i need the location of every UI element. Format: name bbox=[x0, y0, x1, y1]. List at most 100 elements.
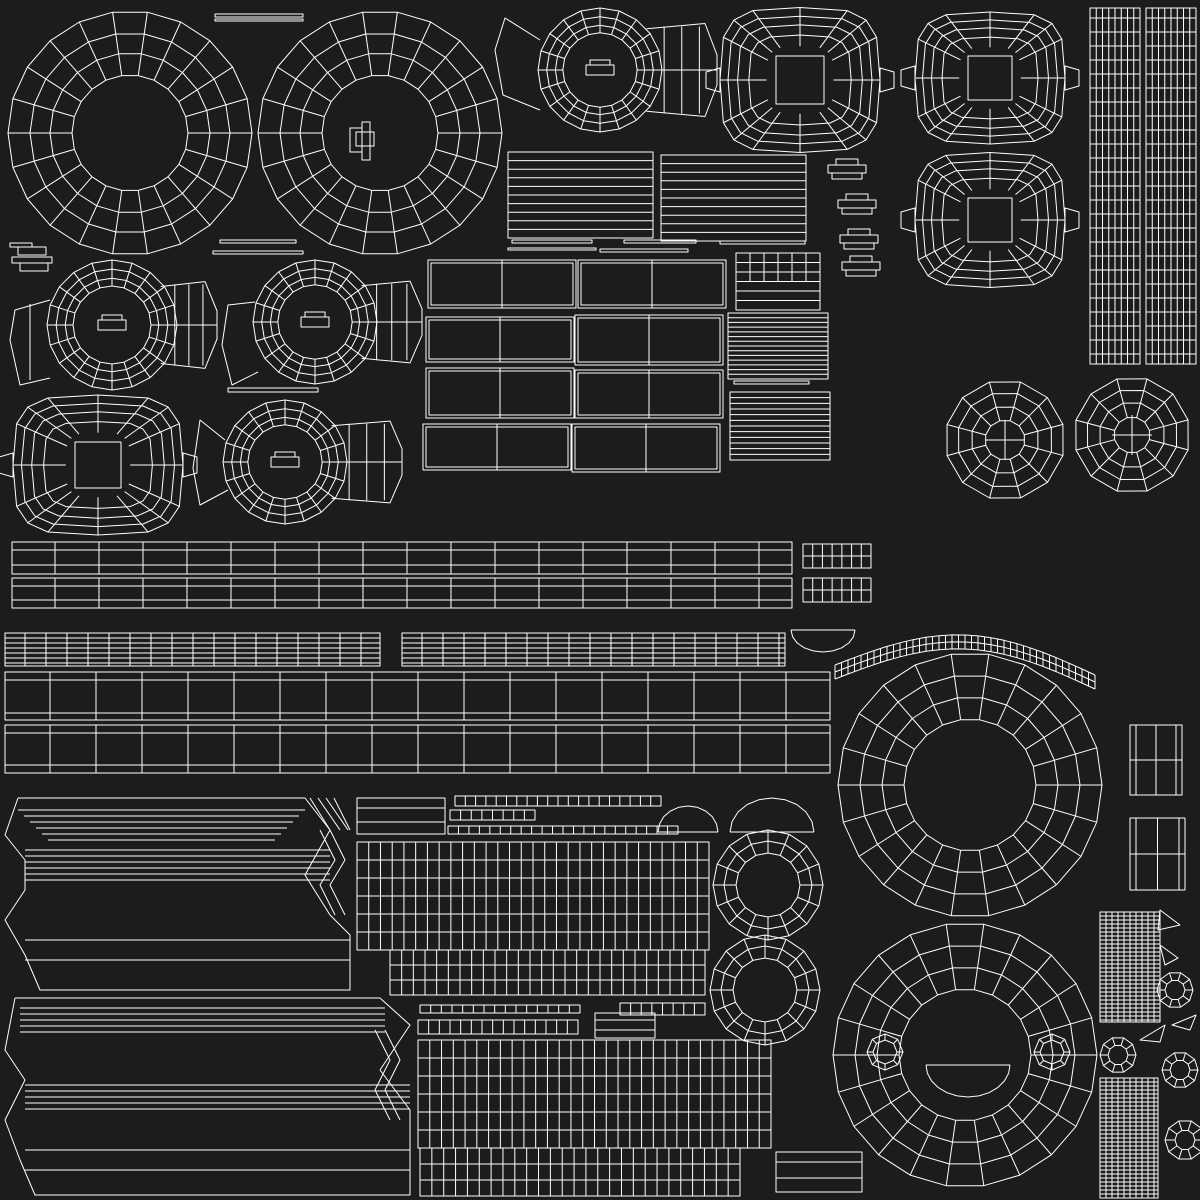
wire-edge bbox=[1013, 835, 1056, 885]
wire-edge bbox=[581, 11, 589, 35]
wire-edge bbox=[1019, 238, 1061, 260]
wire-edge bbox=[1013, 685, 1056, 735]
wire-edge bbox=[418, 177, 460, 225]
wire-edge bbox=[50, 337, 75, 345]
core-square bbox=[968, 56, 1012, 100]
wire-edge bbox=[235, 484, 255, 499]
cup-wing-left-4 bbox=[495, 18, 540, 110]
wire-edge bbox=[265, 344, 285, 359]
wire-edge bbox=[320, 443, 344, 451]
wire-edge bbox=[1015, 164, 1052, 194]
wire-edge bbox=[79, 22, 106, 80]
wire-edge bbox=[1008, 155, 1034, 190]
wire-edge bbox=[1015, 245, 1052, 275]
wire-edge bbox=[780, 834, 789, 855]
cup-wing-left bbox=[10, 300, 50, 385]
b bbox=[836, 159, 858, 165]
wire-edge bbox=[893, 1039, 897, 1043]
wire-edge bbox=[279, 352, 294, 372]
wire-edge bbox=[1008, 955, 1051, 1005]
bar bbox=[228, 388, 318, 392]
wire-edge bbox=[1126, 1061, 1132, 1066]
wire-edge bbox=[1178, 1000, 1180, 1008]
wire-edge bbox=[50, 177, 92, 225]
wire-edge bbox=[884, 835, 927, 885]
wire-edge bbox=[429, 67, 483, 102]
wire-edge bbox=[263, 99, 324, 117]
wire-edge bbox=[256, 303, 280, 311]
fan-tri bbox=[1172, 1015, 1196, 1030]
wire-edge bbox=[1019, 454, 1047, 482]
wire-edge bbox=[179, 164, 233, 199]
wire-edge bbox=[753, 11, 780, 48]
wire-edge bbox=[125, 492, 169, 523]
wire-edge bbox=[296, 497, 304, 521]
wire-edge bbox=[1178, 973, 1180, 981]
wire-edge bbox=[13, 149, 74, 167]
bowl bbox=[926, 1065, 1010, 1097]
wire-edge bbox=[249, 492, 264, 512]
wire-edge bbox=[1039, 1060, 1043, 1064]
square-core-island bbox=[0, 395, 197, 535]
wire-edge bbox=[635, 51, 659, 59]
wire-edge bbox=[910, 1115, 937, 1175]
b bbox=[842, 208, 872, 214]
horizontal-strip-island-long bbox=[12, 542, 792, 608]
wire-edge bbox=[1179, 1150, 1182, 1160]
wire-edge bbox=[630, 34, 650, 49]
mid-lower-bars bbox=[357, 798, 862, 1192]
wire-edge bbox=[17, 484, 68, 506]
large-round-island-right bbox=[258, 12, 502, 254]
mid-lower-grid-b bbox=[390, 950, 705, 995]
wire-edge bbox=[1188, 1121, 1191, 1131]
wire-edge bbox=[144, 348, 165, 363]
wire-edge bbox=[1021, 1091, 1077, 1127]
wire-edge bbox=[1015, 103, 1052, 132]
uv-wireframe-group bbox=[0, 8, 1200, 1199]
small-ring-b bbox=[1034, 1034, 1070, 1070]
wire-edge bbox=[541, 81, 565, 89]
fan-island bbox=[1140, 910, 1196, 1042]
wire-edge bbox=[798, 864, 819, 873]
rectangle-grid-island-2 bbox=[426, 317, 574, 362]
wire-edge bbox=[350, 303, 374, 311]
wire-edge bbox=[307, 492, 322, 512]
large-round-island-lower bbox=[838, 654, 1102, 915]
bar bbox=[600, 249, 688, 252]
wire-edge bbox=[1024, 424, 1063, 434]
wire-edge bbox=[1008, 249, 1034, 284]
wire-edge bbox=[50, 305, 75, 313]
wire-edge bbox=[279, 272, 294, 292]
wire-edge bbox=[1039, 1039, 1043, 1043]
wire-edge bbox=[989, 382, 999, 421]
grid-border bbox=[420, 1148, 740, 1196]
wire-edge bbox=[1117, 452, 1127, 491]
wire-edge bbox=[28, 407, 72, 438]
wire-edge bbox=[1060, 1039, 1064, 1043]
grid-border bbox=[418, 1020, 578, 1034]
wire-edge bbox=[1008, 15, 1034, 49]
wire-edge bbox=[117, 398, 148, 434]
wire-edge bbox=[154, 22, 181, 80]
wire-edge bbox=[28, 492, 72, 523]
wire-edge bbox=[1188, 1076, 1194, 1081]
bar bbox=[213, 251, 303, 254]
small-ring-island bbox=[713, 830, 823, 940]
wire-edge bbox=[277, 67, 331, 102]
fan-b bbox=[1100, 1038, 1136, 1072]
side-tab bbox=[1065, 208, 1079, 232]
wire-edge bbox=[747, 834, 756, 855]
wire-edge bbox=[791, 908, 807, 924]
wire-edge bbox=[310, 798, 330, 830]
bar bbox=[215, 19, 303, 21]
wire-edge bbox=[168, 41, 210, 89]
wing-left bbox=[222, 302, 258, 385]
wire-edge bbox=[723, 100, 767, 123]
center-fixture bbox=[350, 122, 374, 160]
fan-tri bbox=[1140, 1025, 1165, 1042]
wire-edge bbox=[266, 403, 274, 427]
wire-edge bbox=[974, 924, 983, 989]
cup-handle-island bbox=[47, 260, 217, 390]
dome bbox=[658, 806, 718, 832]
